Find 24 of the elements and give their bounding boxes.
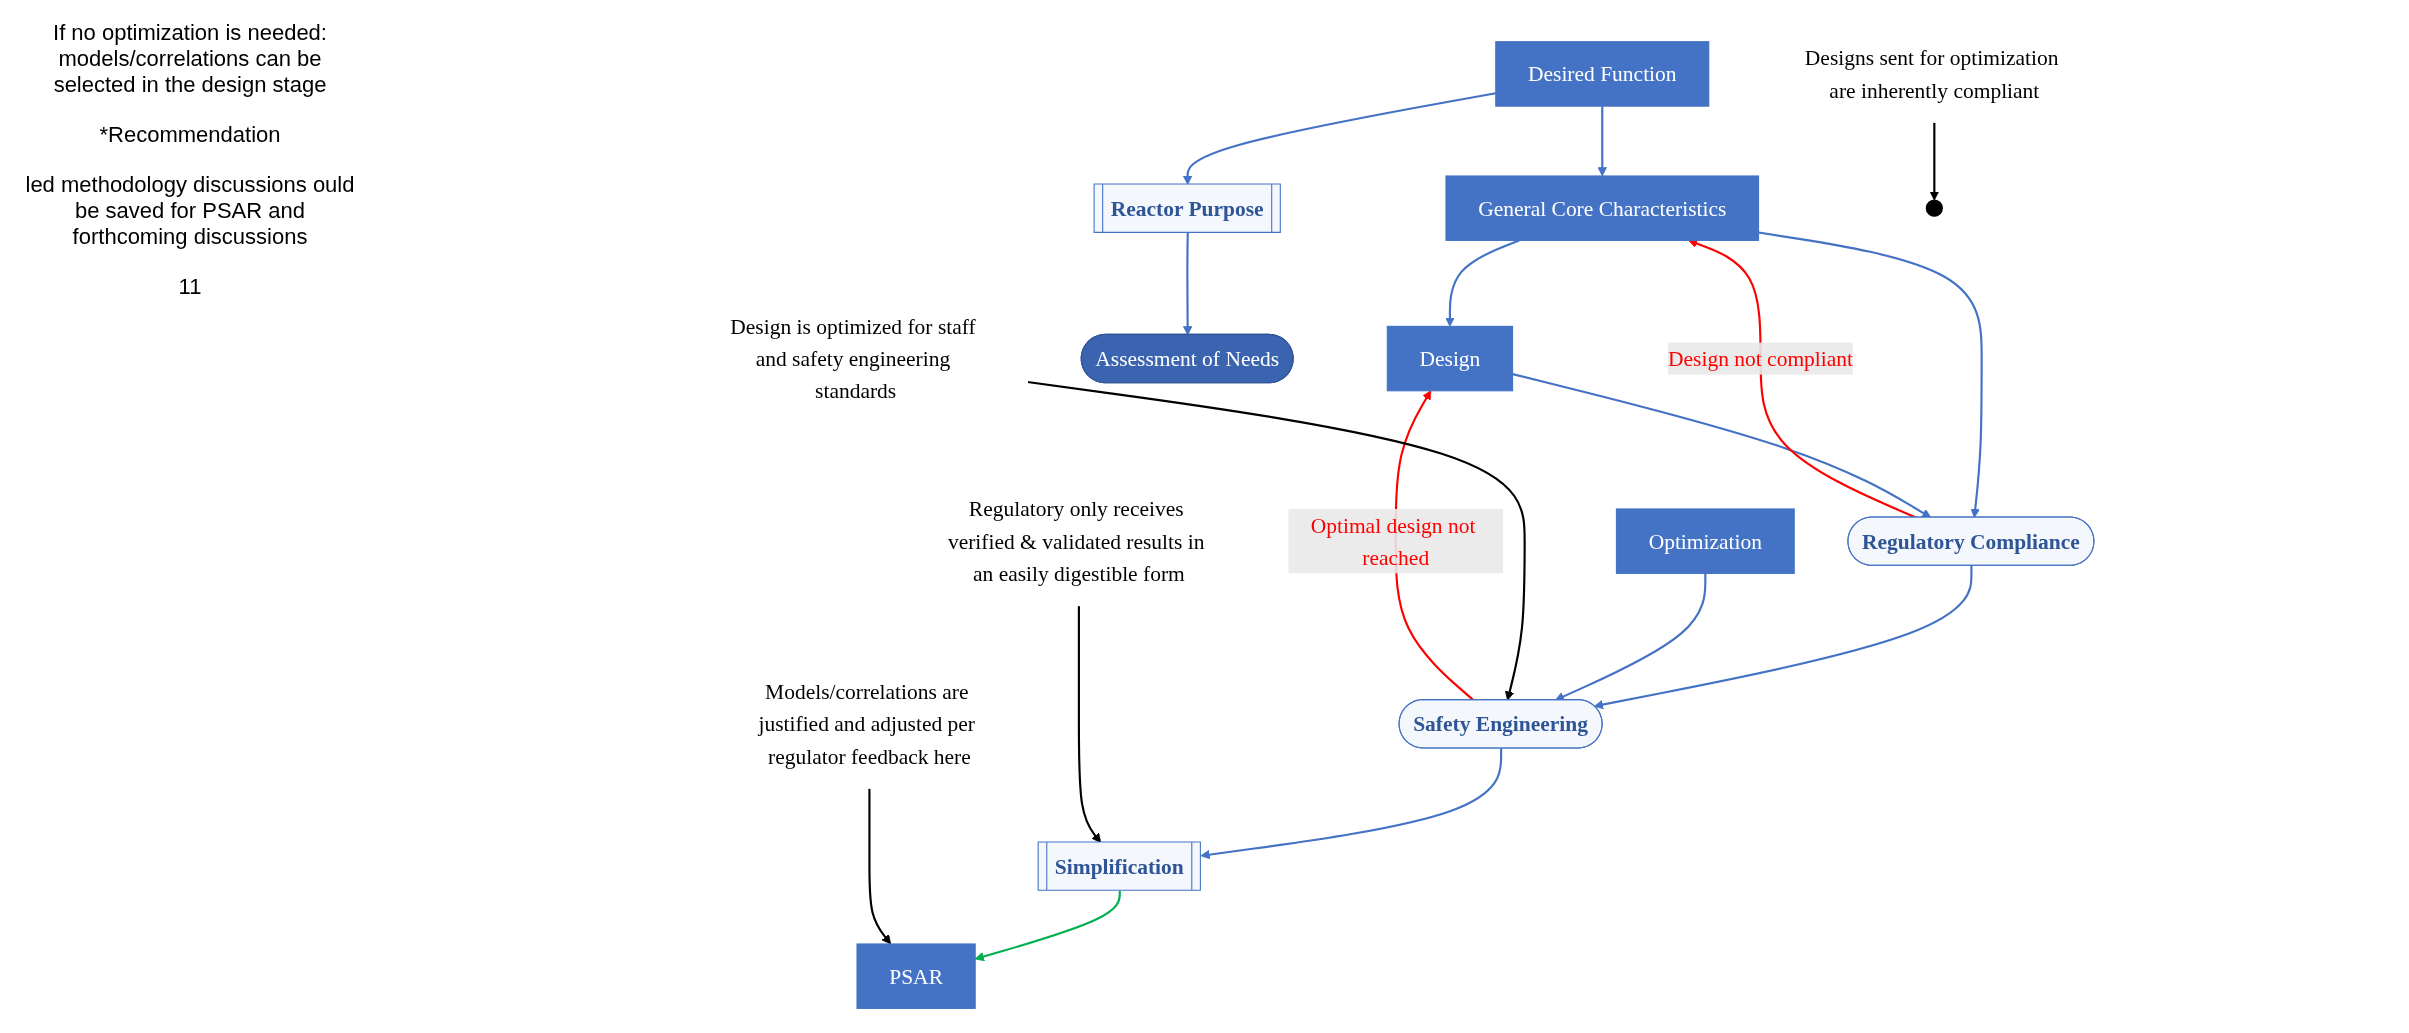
note-text: 11 <box>177 274 203 300</box>
arrow <box>974 890 1121 961</box>
arrow <box>1200 747 1502 859</box>
node-text: Design is optimized for staff and safety engineering standards <box>729 314 976 403</box>
arrow <box>1929 121 1939 201</box>
node-box: General Core Characteristics <box>1444 174 1759 241</box>
edge-label: Optimal design not reached <box>1310 512 1475 569</box>
node-box: Design <box>1386 325 1513 391</box>
node-text: Designs sent for optimization are inherently compliant <box>1804 45 2058 102</box>
arrow <box>1593 565 1973 709</box>
arrow <box>1554 572 1706 701</box>
node-text: Regulatory only receives verified & validated results in an easily digestible form <box>947 496 1204 585</box>
arrow <box>1182 232 1192 335</box>
node-box: Desired Function <box>1494 40 1709 107</box>
arrow <box>1597 105 1607 176</box>
note-text: led methodology discussions ould be saved for PSAR and forthcoming discussions <box>24 172 356 250</box>
note-text: If no optimization is needed: models/correlations can be selected in the design stage <box>52 20 328 98</box>
edge-label: Design not compliant <box>1667 346 1853 370</box>
node-box: PSAR <box>855 942 976 1009</box>
arrow <box>1444 238 1520 327</box>
arrow <box>867 787 891 944</box>
node-box: Optimization <box>1615 507 1795 574</box>
node-text: Models/correlations are justified and adjusted per regulator feedback here <box>757 679 975 768</box>
note-text: *Recommendation <box>98 122 282 148</box>
